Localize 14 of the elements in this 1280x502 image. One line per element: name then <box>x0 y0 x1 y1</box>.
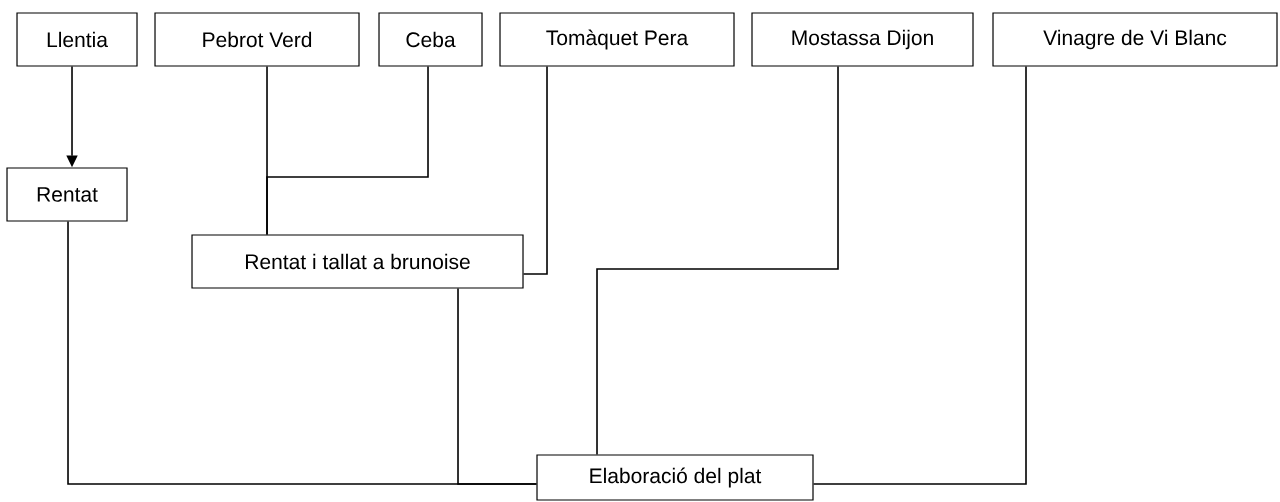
connector-line <box>596 65 839 456</box>
process-box: Llentia <box>16 12 138 67</box>
process-box: Rentat <box>6 167 128 222</box>
connector-line <box>266 65 429 236</box>
process-box: Tomàquet Pera <box>499 12 735 67</box>
connector-line <box>522 65 548 275</box>
process-box: Vinagre de Vi Blanc <box>992 12 1278 67</box>
connector-line <box>812 65 1027 485</box>
process-box: Ceba <box>378 12 483 67</box>
process-box: Pebrot Verd <box>154 12 360 67</box>
process-box: Rentat i tallat a brunoise <box>191 234 524 289</box>
process-box: Mostassa Dijon <box>751 12 974 67</box>
process-box: Elaboració del plat <box>536 454 814 501</box>
connector-line <box>457 287 538 485</box>
